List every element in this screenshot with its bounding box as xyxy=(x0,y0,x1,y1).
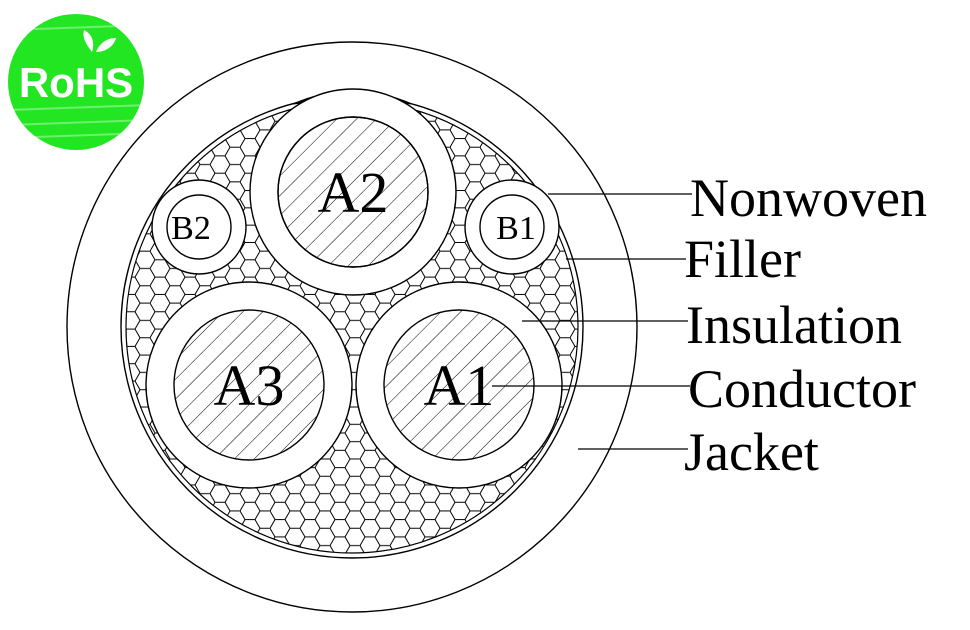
rohs-badge-text: RoHS xyxy=(19,59,133,106)
core-label-a3: A3 xyxy=(214,353,285,418)
rohs-badge-circle xyxy=(8,14,144,150)
core-a1 xyxy=(355,281,563,489)
callout-insulation: Insulation xyxy=(686,295,902,355)
core-a1-conductor xyxy=(383,309,535,461)
core-label-b2: B2 xyxy=(171,210,211,247)
core-label-a2: A2 xyxy=(318,160,389,225)
core-label-b1: B1 xyxy=(496,210,536,247)
leader-lines xyxy=(492,193,692,450)
callout-jacket: Jacket xyxy=(684,422,819,482)
core-b1-conductor xyxy=(479,194,545,260)
callout-filler: Filler xyxy=(684,229,801,289)
rohs-badge: RoHS xyxy=(8,14,144,150)
core-a2 xyxy=(249,88,457,296)
core-b2-conductor xyxy=(166,194,232,260)
callout-conductor: Conductor xyxy=(688,359,916,419)
leaf-icon xyxy=(83,30,116,52)
core-a3 xyxy=(145,281,353,489)
core-b2 xyxy=(151,179,247,275)
core-a3-conductor xyxy=(173,309,325,461)
callout-nonwoven: Nonwoven xyxy=(690,168,927,228)
core-b1 xyxy=(464,179,560,275)
core-label-a1: A1 xyxy=(424,353,495,418)
